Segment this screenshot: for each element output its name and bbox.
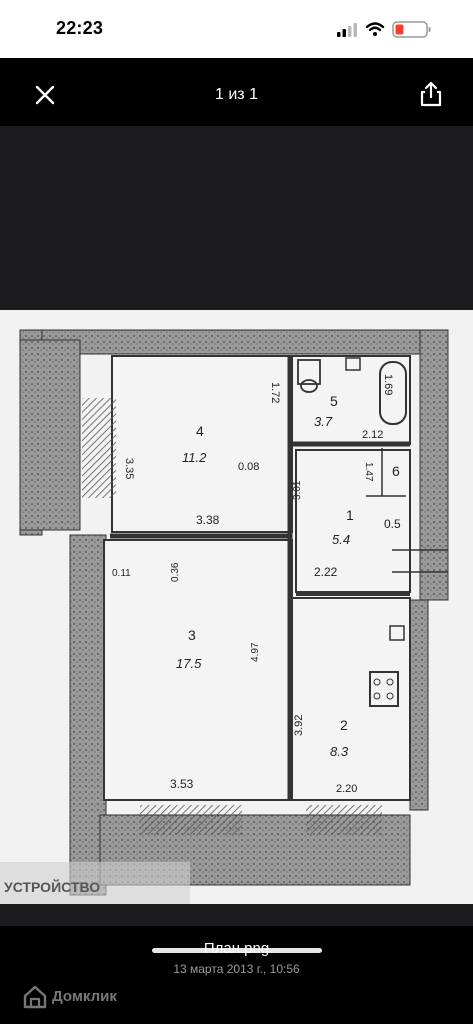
image-viewport[interactable]: 4 11.2 5 3.7 1 5.4 3 17.5 2 8.3 3.35 1.7…	[0, 126, 473, 926]
signal-icon	[337, 23, 357, 37]
page-counter: 1 из 1	[215, 86, 258, 103]
dimension-label: 2.20	[336, 783, 357, 795]
dimension-label: 3.92	[293, 715, 305, 736]
dimension-label: 0.11	[112, 568, 131, 579]
dimension-label: 3.01	[292, 480, 303, 500]
dimension-label: 1.47	[363, 462, 374, 482]
dimension-label: 6	[392, 463, 400, 479]
room-5-number: 5	[330, 393, 338, 409]
share-icon	[420, 81, 442, 107]
domclick-logo-icon	[23, 985, 47, 1009]
dimension-label: 1.69	[382, 374, 394, 395]
dimension-label: 0.08	[238, 461, 259, 473]
share-button[interactable]	[419, 80, 443, 108]
dimension-label: 4.97	[250, 642, 261, 662]
dimension-label: 1.72	[269, 382, 281, 403]
dimension-label: 3.38	[196, 513, 220, 527]
watermark-text: Домклик	[52, 988, 117, 1005]
battery-icon	[392, 21, 431, 38]
dimension-label: 2.12	[362, 429, 383, 441]
room-2-area: 8.3	[330, 744, 349, 759]
viewer-footer: План.png 13 марта 2013 г., 10:56 Домклик	[0, 926, 473, 1024]
status-time: 22:23	[56, 18, 104, 38]
status-bar: 22:23	[0, 0, 473, 58]
dimension-label: 2.22	[314, 565, 338, 579]
close-icon	[35, 85, 55, 105]
home-indicator[interactable]	[152, 948, 322, 953]
room-3-area: 17.5	[176, 656, 202, 671]
room-4-area: 11.2	[182, 450, 207, 465]
file-date: 13 марта 2013 г., 10:56	[173, 962, 300, 976]
room-1-number: 1	[346, 507, 354, 523]
room-2-number: 2	[340, 717, 348, 733]
viewer-header: 1 из 1	[0, 64, 473, 126]
dimension-label: 3.53	[170, 777, 194, 791]
dimension-label: 3.35	[123, 458, 135, 479]
dimension-label: 0.5	[384, 517, 401, 531]
room-5-area: 3.7	[314, 414, 333, 429]
close-button[interactable]	[32, 82, 58, 108]
floor-plan-image[interactable]: 4 11.2 5 3.7 1 5.4 3 17.5 2 8.3 3.35 1.7…	[0, 310, 473, 904]
room-4-number: 4	[196, 423, 204, 439]
dimension-label: 0.36	[170, 562, 181, 582]
room-3-number: 3	[188, 627, 196, 643]
image-viewer-sheet: 1 из 1	[0, 64, 473, 1024]
wifi-icon	[365, 22, 385, 36]
room-1-area: 5.4	[332, 532, 350, 547]
status-icons	[329, 19, 439, 39]
domclick-watermark: Домклик	[22, 984, 162, 1010]
stamp-text: УСТРОЙСТВО	[4, 878, 100, 895]
